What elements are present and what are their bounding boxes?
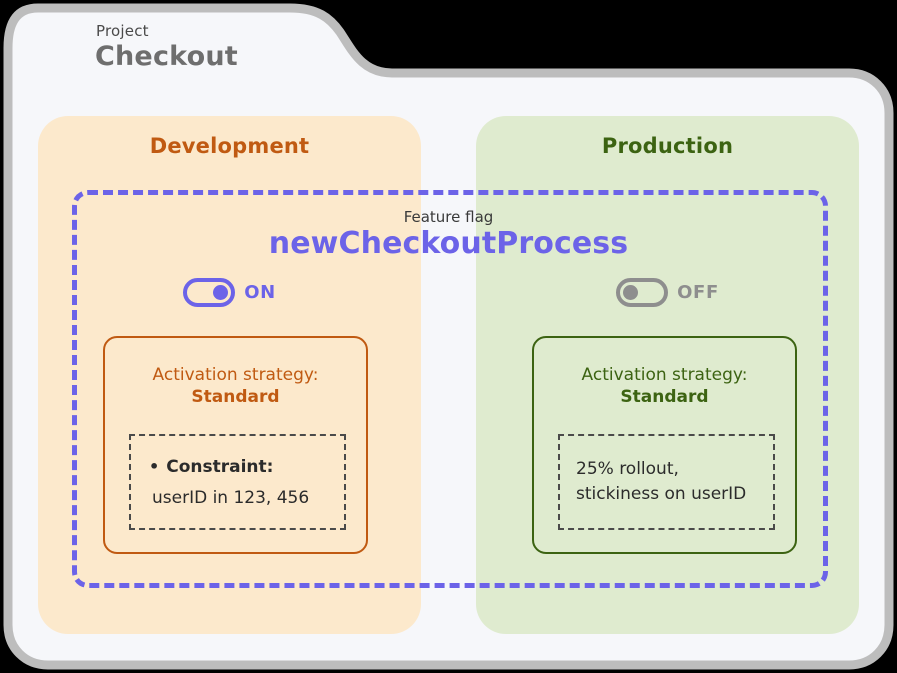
feature-flag-label: Feature flag — [403, 208, 494, 226]
toggle-knob — [213, 285, 229, 300]
toggle-label-development: ON — [244, 282, 276, 303]
feature-flag-toggle-development[interactable]: ON — [38, 278, 421, 307]
toggle-label-production: OFF — [677, 282, 719, 303]
bullet-icon: • — [149, 456, 160, 476]
toggle-switch-off-icon[interactable] — [616, 278, 669, 307]
feature-flag-name: newCheckoutProcess — [268, 226, 629, 261]
rollout-line-1: 25% rollout, — [576, 459, 679, 480]
toggle-knob — [623, 285, 639, 300]
activation-strategy-card-development[interactable]: Activation strategy: Standard • Constrain… — [103, 336, 368, 554]
constraint-box-development: • Constraint: userID in 123, 456 — [129, 434, 346, 530]
env-title-production: Production — [601, 134, 734, 158]
rollout-line-2: stickiness on userID — [576, 484, 747, 504]
feature-flag-toggle-production[interactable]: OFF — [476, 278, 859, 307]
project-name: Checkout — [95, 41, 238, 72]
feature-flag-container — [72, 190, 828, 588]
constraint-title-row: • Constraint: — [149, 457, 344, 477]
project-label: Project — [96, 22, 149, 40]
activation-strategy-label-production: Activation strategy: — [581, 365, 748, 385]
constraint-value: userID in 123, 456 — [152, 487, 310, 508]
activation-strategy-label-development: Activation strategy: — [152, 365, 319, 385]
env-title-development: Development — [149, 134, 310, 158]
rollout-box-production: 25% rollout, stickiness on userID — [558, 434, 775, 530]
activation-strategy-value-production: Standard — [620, 387, 709, 408]
activation-strategy-value-development: Standard — [191, 387, 280, 408]
activation-strategy-heading-development: Activation strategy: Standard — [105, 364, 366, 409]
activation-strategy-card-production[interactable]: Activation strategy: Standard 25% rollou… — [532, 336, 797, 554]
toggle-switch-on-icon[interactable] — [183, 278, 236, 307]
constraint-title: Constraint: — [166, 456, 274, 477]
activation-strategy-heading-production: Activation strategy: Standard — [534, 364, 795, 409]
